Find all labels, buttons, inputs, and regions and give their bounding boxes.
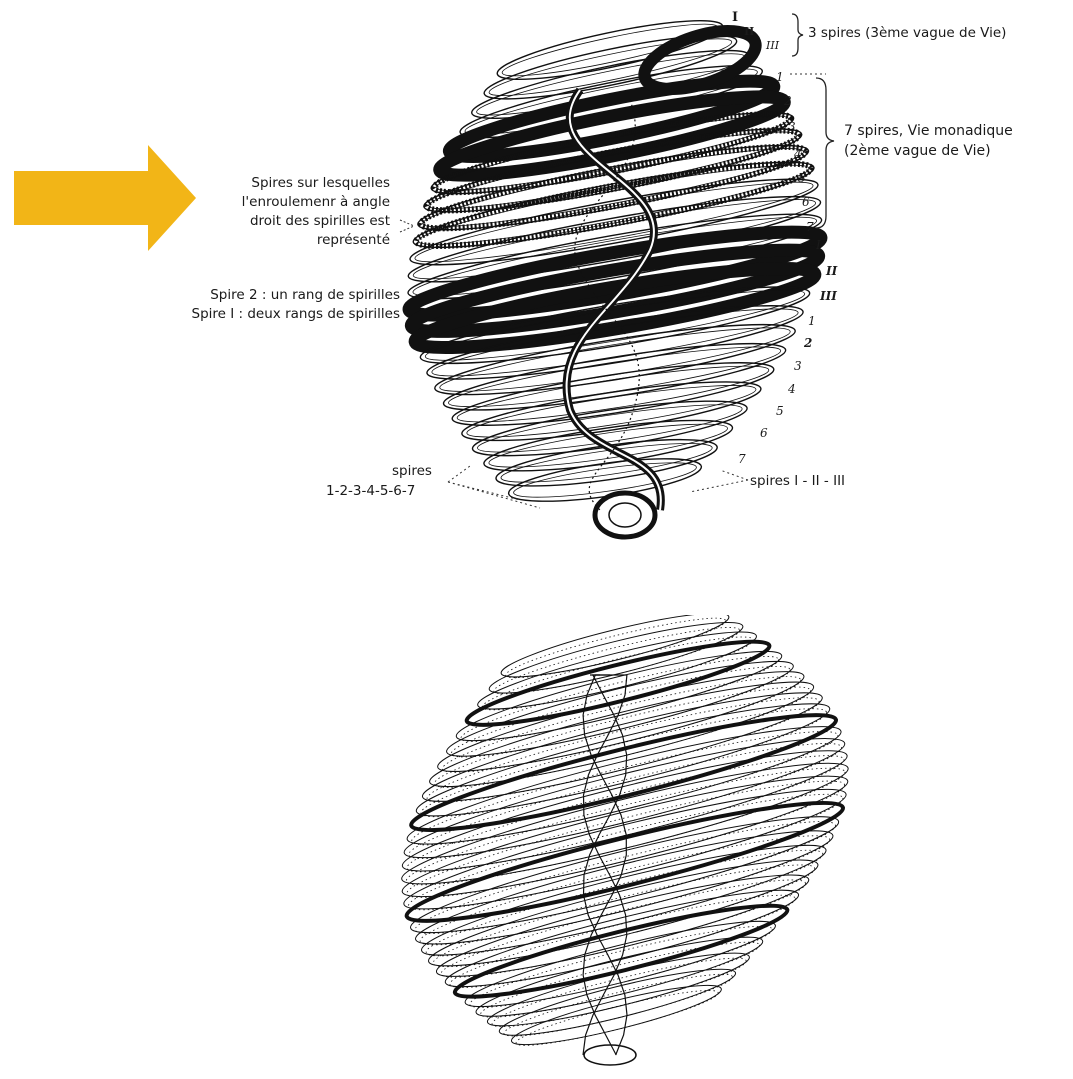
annotation-spire2: Spire 2 : un rang de spirilles	[120, 286, 400, 305]
brace-seven-spires	[816, 78, 834, 228]
annotation-leaders	[0, 0, 1073, 560]
annotation-right-angle-line2: l'enroulemenr à angle	[190, 193, 390, 212]
annotation-spires-roman: spires I - II - III	[750, 472, 845, 491]
leader-spires-roman	[690, 470, 748, 492]
braid-base-loop	[584, 1045, 636, 1065]
bottom-ring-group	[396, 615, 854, 1055]
brace-three-spires	[792, 14, 803, 56]
annotation-spire-ranks-block: Spire 2 : un rang de spirilles Spire I :…	[120, 286, 400, 324]
annotation-spires-arabic-line2: 1-2-3-4-5-6-7	[326, 482, 415, 501]
annotation-three-spires: 3 spires (3ème vague de Vie)	[808, 24, 1006, 43]
annotation-spires-arabic-line1: spires	[392, 462, 432, 481]
annotation-seven-spires-line1: 7 spires, Vie monadique	[844, 122, 1013, 141]
annotation-seven-spires-line2: (2ème vague de Vie)	[844, 142, 991, 161]
annotation-right-angle-line3: droit des spirilles est	[190, 212, 390, 231]
sphere-ring-bold	[450, 891, 792, 1011]
leader-spires-arabic	[448, 466, 540, 508]
sphere-ring	[411, 686, 835, 833]
sphere-ring	[396, 745, 854, 903]
bottom-spiral-figure	[370, 615, 870, 1075]
sphere-ring-dotted	[430, 672, 815, 802]
annotation-spire1: Spire I : deux rangs de spirilles	[120, 305, 400, 324]
leader-right-angle	[400, 220, 414, 232]
annotation-right-angle-line4: représenté	[190, 231, 390, 250]
annotation-right-angle-block: Spires sur lesquelles l'enroulemenr à an…	[190, 174, 390, 250]
annotation-right-angle-line1: Spires sur lesquelles	[190, 174, 390, 193]
sphere-ring	[405, 799, 844, 951]
